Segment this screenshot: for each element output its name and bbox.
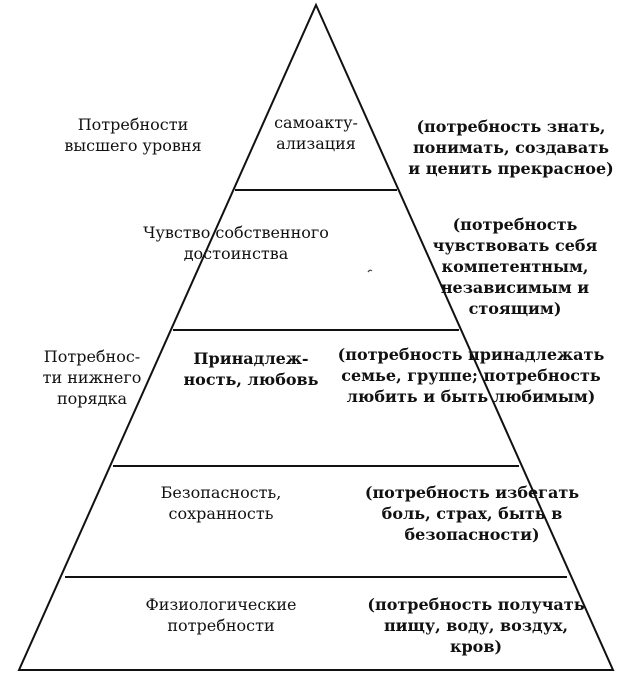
- level-safety-desc: (потребность избегать боль, страх, быть …: [364, 483, 580, 544]
- scan-mark: [367, 269, 373, 273]
- lower-needs-label: Потребнос- ти нижнего порядка: [42, 347, 142, 408]
- pyramid-outline: [17, 2, 615, 671]
- level-physiological-name: Физиологические потребности: [145, 595, 297, 635]
- level-physiological-desc: (потребность получать пищу, воду, воздух…: [367, 595, 585, 656]
- level-esteem-name: Чувство собственного достоинства: [143, 223, 329, 263]
- level-belonging-name: Принадлеж- ность, любовь: [183, 349, 319, 389]
- higher-needs-label: Потребности высшего уровня: [64, 115, 202, 155]
- level-safety-name: Безопасность, сохранность: [160, 483, 282, 523]
- level-self-actualization-desc: (потребность знать, понимать, создавать …: [408, 117, 614, 178]
- level-self-actualization-name: самоакту- ализация: [274, 113, 358, 153]
- level-belonging-desc: (потребность принадлежать семье, группе;…: [337, 345, 605, 406]
- level-esteem-desc: (потребность чувствовать себя компетентн…: [432, 215, 598, 318]
